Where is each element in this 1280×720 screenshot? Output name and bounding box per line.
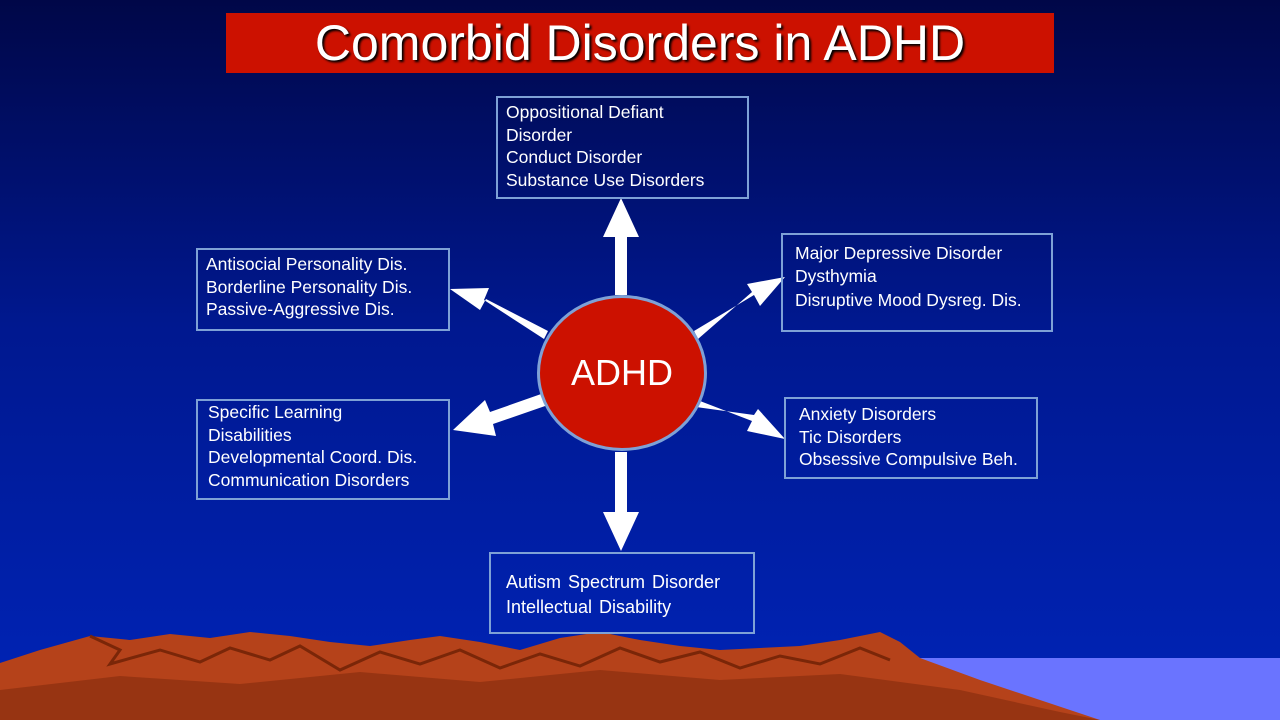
box-line: Passive-Aggressive Dis. bbox=[206, 299, 395, 319]
box-line: Disabilities bbox=[208, 424, 292, 445]
box-line: Autism Spectrum Disorder bbox=[506, 572, 721, 592]
adhd-hub: ADHD bbox=[537, 295, 707, 451]
box-line: Obsessive Compulsive Beh. bbox=[799, 449, 1018, 469]
arrow-upper-right bbox=[694, 277, 785, 339]
box-line: Disorder bbox=[506, 124, 573, 145]
hub-label: ADHD bbox=[570, 352, 673, 393]
slide-title: Comorbid Disorders in ADHD bbox=[314, 15, 966, 71]
box-anxiety-disorders: Anxiety Disorders Tic Disorders Obsessiv… bbox=[784, 397, 1038, 479]
box-line: Tic Disorders bbox=[799, 426, 902, 447]
box-neurodevelopmental-disorders: Autism Spectrum Disorder Intellectual Di… bbox=[489, 552, 755, 634]
box-line: Anxiety Disorders bbox=[799, 404, 937, 424]
box-line: Conduct Disorder bbox=[506, 147, 643, 167]
box-line: Dysthymia bbox=[795, 265, 877, 286]
arrow-down bbox=[603, 452, 639, 551]
box-line: Major Depressive Disorder bbox=[795, 243, 1003, 263]
box-line: Substance Use Disorders bbox=[506, 169, 705, 190]
box-line: Intellectual Disability bbox=[506, 597, 672, 617]
arrow-upper-left bbox=[450, 288, 548, 339]
arrow-lower-left bbox=[453, 393, 548, 436]
box-personality-disorders: Antisocial Personality Dis. Borderline P… bbox=[196, 248, 450, 331]
title-bar: Comorbid Disorders in ADHD bbox=[226, 13, 1054, 73]
box-line: Specific Learning bbox=[208, 402, 343, 422]
box-learning-disorders: Specific Learning Disabilities Developme… bbox=[196, 399, 450, 500]
box-line: Antisocial Personality Dis. bbox=[206, 254, 408, 274]
box-externalizing-disorders: Oppositional Defiant Disorder Conduct Di… bbox=[496, 96, 749, 199]
box-line: Borderline Personality Dis. bbox=[206, 276, 413, 297]
box-mood-disorders: Major Depressive Disorder Dysthymia Disr… bbox=[781, 233, 1053, 332]
box-line: Developmental Coord. Dis. bbox=[208, 447, 418, 467]
arrow-lower-right bbox=[696, 401, 785, 439]
mountain-shadow bbox=[0, 670, 1100, 720]
box-line: Oppositional Defiant bbox=[506, 102, 664, 122]
arrow-up bbox=[603, 198, 639, 295]
box-line: Communication Disorders bbox=[208, 469, 410, 490]
mountain-ridge bbox=[89, 634, 891, 672]
box-line: Disruptive Mood Dysreg. Dis. bbox=[795, 290, 1022, 310]
